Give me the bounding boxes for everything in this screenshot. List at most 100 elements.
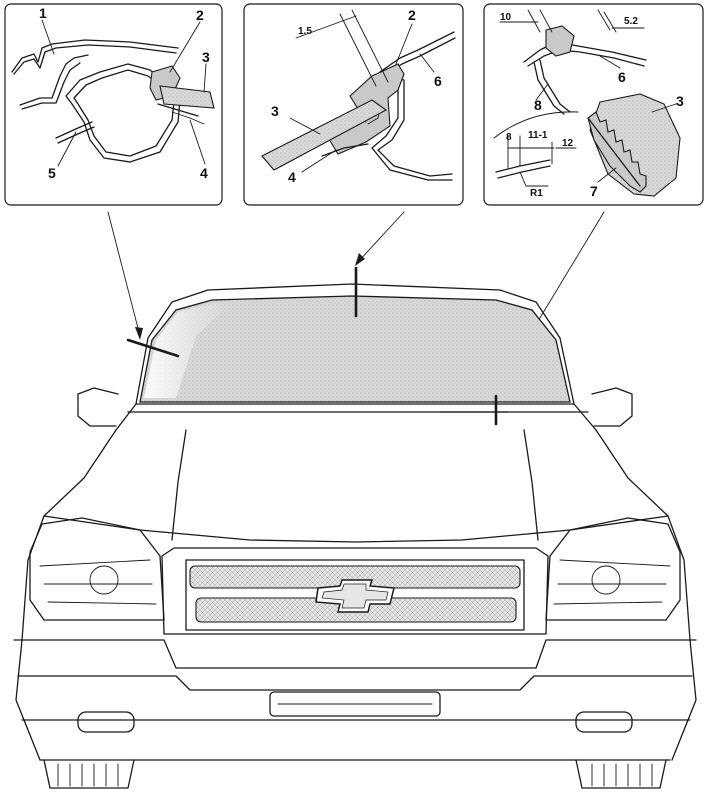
- left-headlight-lamp: [89, 565, 119, 595]
- panel-2-glass: [261, 99, 388, 171]
- left-mirror: [77, 387, 119, 427]
- leader-1: [41, 19, 55, 55]
- callout-3: 3: [202, 49, 210, 65]
- left-fog-light: [77, 711, 135, 733]
- arrow-panel-2: [357, 211, 405, 263]
- hood-crease-right: [523, 429, 539, 541]
- leader-3: [203, 63, 207, 93]
- leader-4b: [301, 149, 337, 173]
- cowl-line: [115, 403, 597, 431]
- dim-5-2: 5.2: [624, 16, 638, 27]
- vehicle-front-view: [13, 266, 697, 789]
- dim-10: 10: [500, 12, 512, 23]
- callout-7: 7: [590, 183, 598, 199]
- retaining-clip: [545, 25, 575, 57]
- bumper-mid: [17, 675, 693, 691]
- left-tire-tread: [57, 763, 119, 787]
- clip-leg: [539, 59, 571, 113]
- dim-line-a: [339, 13, 377, 87]
- trim-edge: [157, 103, 199, 117]
- right-tire-tread: [591, 763, 653, 787]
- detail-panel-3: 10 5.2 8 11-1 12 R1 6 8 3 7: [483, 3, 704, 206]
- callout-5: 5: [48, 165, 56, 181]
- leader-2: [169, 21, 201, 73]
- dim-11-1: 11-1: [528, 130, 548, 141]
- body-bracket-inner: [371, 81, 453, 181]
- callout-4b: 4: [288, 169, 296, 185]
- callout-1: 1: [39, 5, 47, 21]
- roof-panel-inner: [13, 44, 177, 75]
- dim-10-ext-b: [539, 9, 553, 33]
- dim-8: 8: [506, 132, 512, 143]
- left-headlight-detail: [39, 559, 157, 605]
- right-mirror: [591, 387, 633, 427]
- callout-6: 6: [434, 73, 442, 89]
- right-headlight-lamp: [591, 565, 621, 595]
- leader-6: [419, 53, 435, 73]
- roof-outer-skin: [379, 31, 455, 73]
- leader-2b: [395, 23, 413, 65]
- bowtie-emblem-inner: [321, 583, 389, 609]
- dim-leader: [295, 15, 357, 39]
- leader-5: [57, 131, 77, 167]
- seal-edge: [587, 117, 641, 187]
- detail-panel-1: 1 2 3 4 5: [4, 3, 223, 206]
- adhesive-line: [171, 111, 205, 125]
- callout-6c: 6: [618, 69, 626, 85]
- left-tire: [43, 759, 135, 789]
- windshield-glare: [144, 304, 230, 398]
- panel-1-frame: [4, 3, 223, 206]
- dim-52-ext-a: [597, 9, 611, 31]
- grille-frame: [185, 559, 525, 631]
- lower-flange-inner: [57, 126, 95, 144]
- leader-8: [535, 83, 549, 101]
- roof-panel-outer: [11, 39, 179, 73]
- windshield-glass: [139, 295, 571, 403]
- callout-2: 2: [196, 7, 204, 23]
- callout-3b: 3: [271, 103, 279, 119]
- leader-3b: [289, 117, 321, 135]
- dim-1-5: 1.5: [298, 26, 312, 37]
- panel-1-glass: [159, 85, 215, 109]
- callout-4: 4: [200, 165, 208, 181]
- right-headlight: [545, 517, 681, 621]
- arrow-head-2: [355, 253, 365, 266]
- grille-surround: [161, 547, 549, 635]
- leader-7: [597, 167, 617, 183]
- dim-r1: R1: [530, 188, 543, 199]
- body-bracket: [377, 77, 453, 177]
- detail-arc: [493, 111, 579, 139]
- section-mark-1: [126, 338, 180, 358]
- dim-52-ext-b: [603, 11, 617, 33]
- arrow-panel-1: [107, 211, 141, 337]
- clip-leg-inner: [533, 61, 565, 115]
- leader-6c: [599, 55, 621, 69]
- dim-line-b: [351, 9, 389, 83]
- flange-profile-inner: [497, 165, 551, 179]
- right-fog-light: [575, 711, 633, 733]
- dim-12: 12: [562, 138, 574, 149]
- dim-10-ext-a: [527, 9, 541, 33]
- lower-flange-2: [321, 143, 369, 157]
- detail-panel-2: 1.5 2 6 3 4: [243, 3, 464, 206]
- right-tire: [575, 759, 667, 789]
- seal-loop-inner: [73, 69, 175, 157]
- leader-3c: [651, 103, 677, 113]
- seal-loop-outer: [65, 63, 181, 163]
- lower-flange: [55, 121, 93, 139]
- body-flange: [19, 54, 89, 106]
- hood-crease-left: [171, 429, 187, 541]
- callout-2b: 2: [408, 7, 416, 23]
- bumper-top: [13, 639, 697, 669]
- callout-3c: 3: [676, 93, 684, 109]
- license-plate-area: [269, 691, 441, 717]
- panel-3-seal-teeth: [587, 111, 647, 193]
- body-left-side: [15, 429, 117, 761]
- dim-r1-leader: [519, 171, 549, 187]
- leader-4: [189, 119, 206, 165]
- left-headlight: [29, 517, 165, 621]
- arrow-head-1: [135, 327, 143, 340]
- body-flange-inner: [21, 62, 81, 110]
- right-headlight-detail: [553, 559, 671, 605]
